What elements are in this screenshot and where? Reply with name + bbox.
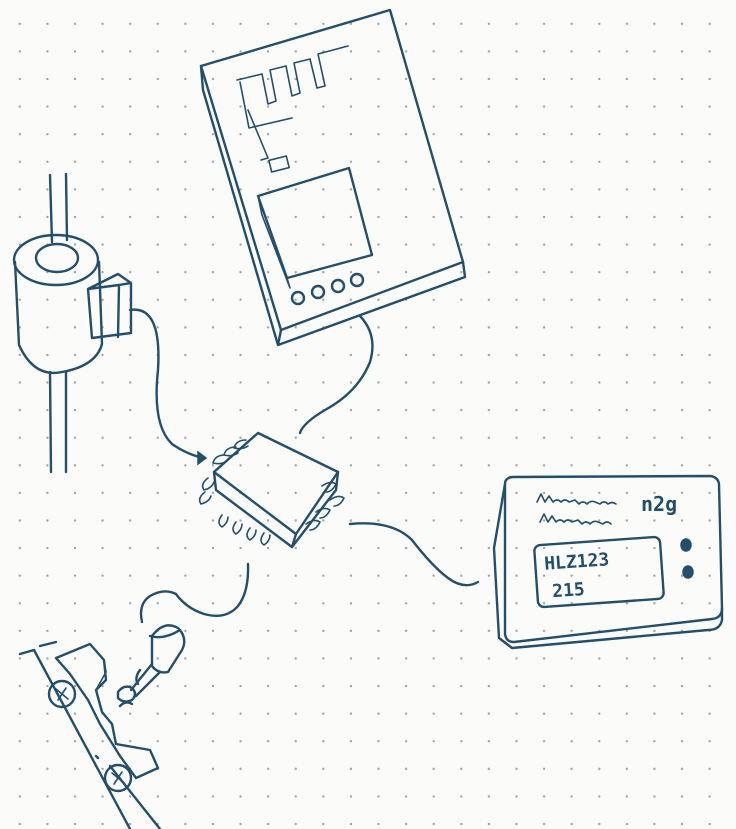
meter-button-2 [682,565,694,579]
meter-side-edge [492,482,724,650]
pin-hole-4 [349,272,365,288]
smd-component [268,155,290,173]
chip-pins-bottom [218,514,271,546]
screw-head-lower [103,763,133,793]
pin-hole-3 [330,278,346,294]
lcd-line-1: HLZ123 [544,549,610,574]
wire-module-to-chip [298,314,374,435]
lcd-line-2: 215 [552,579,586,602]
meter-button-1 [680,538,692,552]
chip-body [212,431,340,536]
flow-sensor-cap [148,624,186,674]
current-transformer-sensor [12,172,133,474]
energy-meter-display: n2g HLZ123 215 [492,474,724,650]
screw-slot-upper [55,687,69,701]
pin-hole-2 [310,284,326,300]
wire-chip-to-pipe-sensor [139,562,250,624]
sensor-joint [116,685,137,708]
pipe-clamp-body [54,642,160,780]
clamp-ring-top [12,233,100,287]
module-board-edge [199,64,467,347]
screw-slot-lower [111,771,125,785]
chip-pins-right [305,481,345,531]
wire-chip-to-meter [348,522,480,587]
chip-body-edge [212,470,340,549]
shield-can [256,166,374,280]
clamp-ring-hole [34,242,80,274]
wire-clamp-arrowhead [197,450,208,466]
microcontroller-chip [198,431,345,549]
meter-label-scribble-2 [539,513,612,525]
meter-label-scribble-1 [536,493,617,505]
wire-lower [48,370,68,474]
module-board [199,8,465,332]
sensor-stem [129,662,162,698]
screw-head-upper [47,679,77,709]
lcd-screen [533,535,665,609]
chip-pins-left [212,439,249,465]
unit-glyph: n2g [641,492,677,516]
wire-clamp-to-chip [128,308,206,460]
pin-hole-1 [290,290,306,306]
wifi-module [199,8,467,347]
clamp-body [13,260,104,375]
chip-pins-left-lower [198,477,215,505]
pipe-edge-upper [18,640,132,829]
pipe-sensor-assembly [18,624,186,829]
wire-upper [48,172,69,244]
pcb-antenna-trace [236,45,349,161]
clamp-connector-box [86,272,133,340]
shield-can-edge [257,195,291,289]
pipe-clamp-edge [95,659,107,691]
